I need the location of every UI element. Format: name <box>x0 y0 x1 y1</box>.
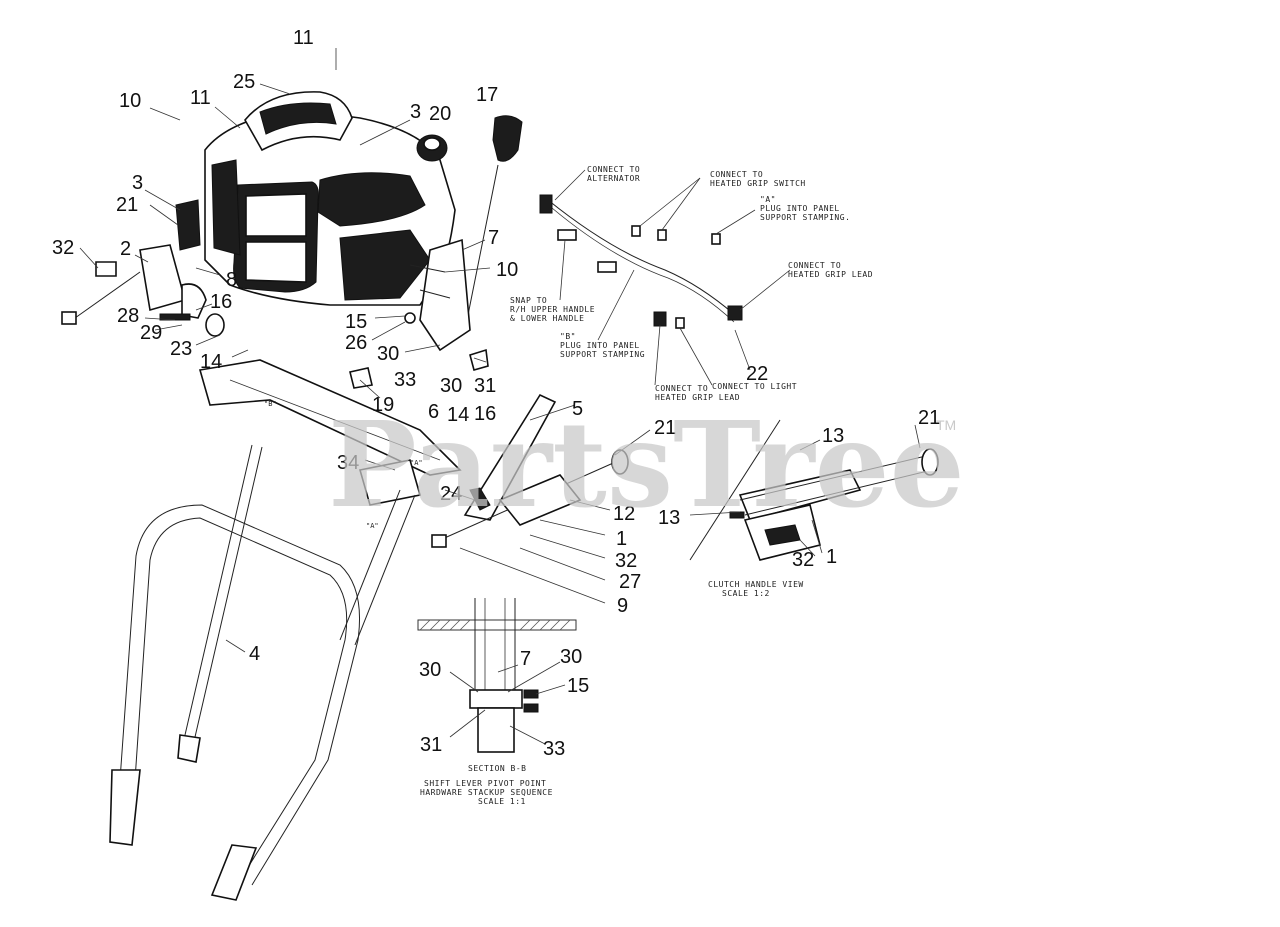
note-panel-b-3: SUPPORT STAMPING <box>560 350 645 359</box>
note-light: CONNECT TO LIGHT <box>712 382 797 391</box>
ref-label-a: "A" <box>410 459 423 467</box>
note-panel-a-2: PLUG INTO PANEL <box>760 204 840 213</box>
note-snap-2: R/H UPPER HANDLE <box>510 305 595 314</box>
callout-1: 1 <box>826 546 837 568</box>
shift-rod <box>177 444 263 763</box>
callout-31: 31 <box>420 734 442 756</box>
reference-labels: "B" "A" "A" <box>264 400 423 530</box>
callout-31: 31 <box>474 375 496 397</box>
callout-21: 21 <box>654 417 676 439</box>
clutch-handle-detail <box>689 419 939 561</box>
callout-10: 10 <box>119 90 141 112</box>
callout-11: 11 <box>190 87 211 109</box>
note-grip-switch-1: CONNECT TO <box>710 170 763 179</box>
callout-32: 32 <box>792 549 814 571</box>
callout-32: 32 <box>615 550 637 572</box>
watermark-logo: PartsTree <box>328 395 965 534</box>
note-grip-lead-right-2: HEATED GRIP LEAD <box>788 270 873 279</box>
watermark: PartsTree TM <box>328 395 965 534</box>
callout-21: 21 <box>116 194 138 216</box>
callout-28: 28 <box>117 305 139 327</box>
callout-9: 9 <box>617 595 628 617</box>
section-caption-1: SHIFT LEVER PIVOT POINT <box>424 779 546 788</box>
callout-30: 30 <box>419 659 441 681</box>
left-mount-assembly <box>61 199 225 337</box>
section-caption-3: SCALE 1:1 <box>478 797 526 806</box>
upper-handle-frame <box>109 489 416 901</box>
watermark-tm: TM <box>936 417 956 433</box>
note-grip-lead-bottom-1: CONNECT TO <box>655 384 708 393</box>
section-caption-2: HARDWARE STACKUP SEQUENCE <box>420 788 553 797</box>
callout-32: 32 <box>52 237 74 259</box>
callout-20: 20 <box>429 103 451 125</box>
callout-26: 26 <box>345 332 367 354</box>
callout-10: 10 <box>496 259 518 281</box>
callout-23: 23 <box>170 338 192 360</box>
callout-17: 17 <box>476 84 498 106</box>
note-snap-1: SNAP TO <box>510 296 547 305</box>
wire-harness <box>539 194 743 329</box>
callout-27: 27 <box>619 571 641 593</box>
callout-15: 15 <box>345 311 367 333</box>
callout-4: 4 <box>249 643 260 665</box>
callout-numbers: 11 25 10 11 3 20 17 3 21 32 2 8 16 28 29… <box>52 27 940 760</box>
callout-1: 1 <box>616 528 627 550</box>
section-title: SECTION B-B <box>468 764 526 773</box>
callout-15: 15 <box>567 675 589 697</box>
callout-30: 30 <box>440 375 462 397</box>
callout-21: 21 <box>918 407 940 429</box>
callout-29: 29 <box>140 322 162 344</box>
wiring-notes: CONNECT TO ALTERNATOR CONNECT TO HEATED … <box>510 165 873 402</box>
ref-label-a: "A" <box>366 522 379 530</box>
ref-label-b: "B" <box>264 400 277 408</box>
right-grip-handle <box>431 393 629 548</box>
callout-7: 7 <box>488 227 499 249</box>
note-grip-switch-2: HEATED GRIP SWITCH <box>710 179 806 188</box>
note-grip-lead-bottom-2: HEATED GRIP LEAD <box>655 393 740 402</box>
callout-14: 14 <box>200 351 222 373</box>
callout-33: 33 <box>394 369 416 391</box>
callout-13: 13 <box>822 425 844 447</box>
callout-7: 7 <box>520 648 531 670</box>
callout-34: 34 <box>337 452 359 474</box>
callout-11: 11 <box>293 27 314 49</box>
callout-16: 16 <box>210 291 232 313</box>
callout-2: 2 <box>120 238 131 260</box>
callout-22: 22 <box>746 363 768 385</box>
section-bb-detail <box>417 598 577 753</box>
note-grip-lead-right-1: CONNECT TO <box>788 261 841 270</box>
callout-13: 13 <box>658 507 680 529</box>
callout-6: 6 <box>428 401 439 423</box>
callout-25: 25 <box>233 71 255 93</box>
callout-14: 14 <box>447 404 469 426</box>
callout-19: 19 <box>372 394 394 416</box>
clutch-view-title: CLUTCH HANDLE VIEW <box>708 580 804 589</box>
callout-24: 24 <box>440 483 462 505</box>
callout-16: 16 <box>474 403 496 425</box>
clutch-handle-view-caption: CLUTCH HANDLE VIEW SCALE 1:2 <box>708 580 804 598</box>
callout-30: 30 <box>377 343 399 365</box>
shift-lever-bracket <box>404 238 489 371</box>
callout-30: 30 <box>560 646 582 668</box>
clutch-view-scale: SCALE 1:2 <box>722 589 770 598</box>
callout-8: 8 <box>226 269 237 291</box>
callout-3: 3 <box>132 172 143 194</box>
callout-3: 3 <box>410 101 421 123</box>
note-panel-b-2: PLUG INTO PANEL <box>560 341 640 350</box>
callout-33: 33 <box>543 738 565 760</box>
leader-lines <box>79 48 921 745</box>
note-alternator-2: ALTERNATOR <box>587 174 640 183</box>
control-panel-support <box>198 359 462 506</box>
note-panel-b-1: "B" <box>560 332 576 341</box>
dashboard-console <box>204 91 523 331</box>
callout-12: 12 <box>613 503 635 525</box>
callout-5: 5 <box>572 398 583 420</box>
note-snap-3: & LOWER HANDLE <box>510 314 584 323</box>
note-panel-a-1: "A" <box>760 195 776 204</box>
section-bb-caption: SECTION B-B SHIFT LEVER PIVOT POINT HARD… <box>420 764 553 806</box>
note-panel-a-3: SUPPORT STAMPING. <box>760 213 850 222</box>
note-alternator-1: CONNECT TO <box>587 165 640 174</box>
